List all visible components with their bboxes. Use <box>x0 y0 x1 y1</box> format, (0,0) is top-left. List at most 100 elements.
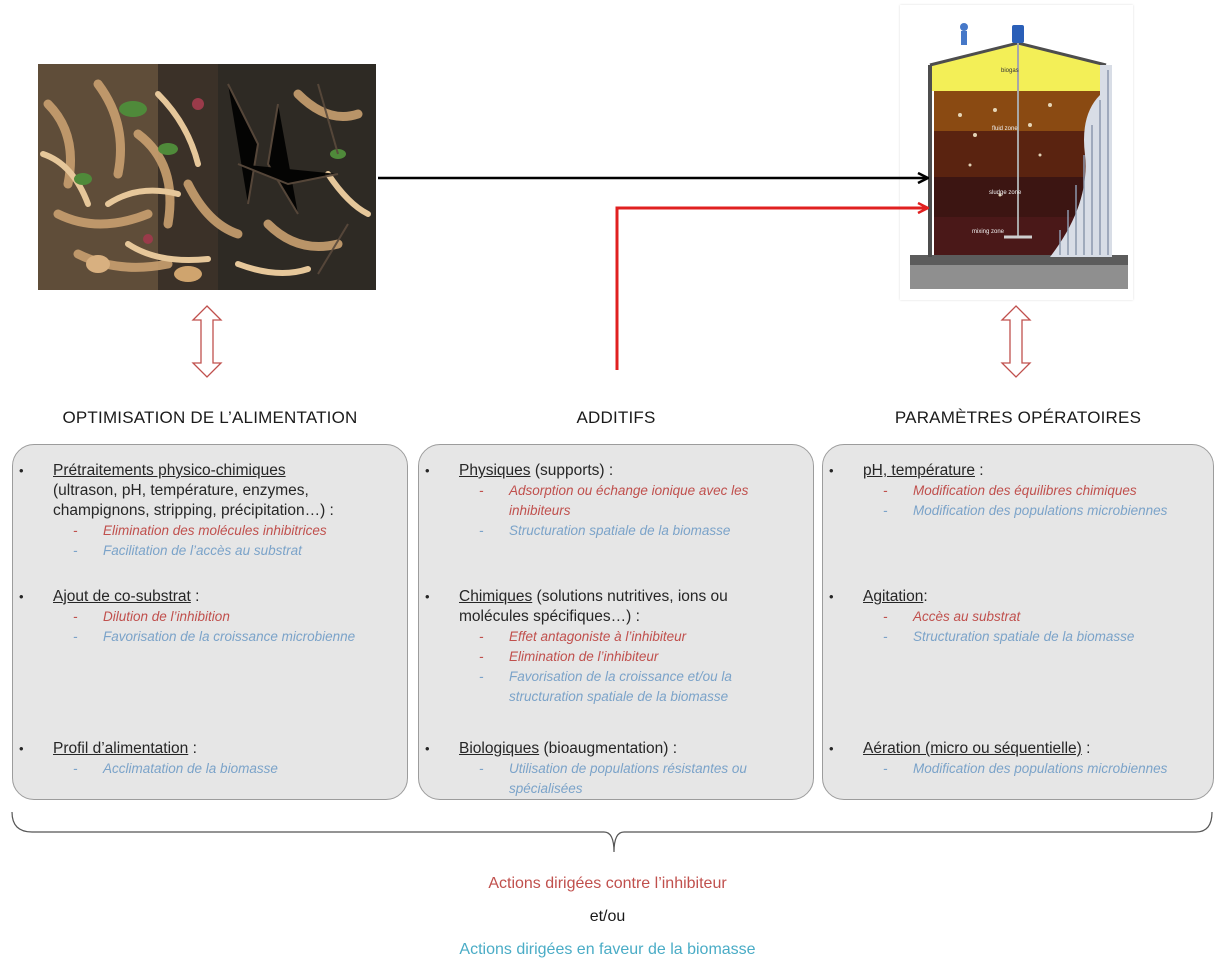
dash-icon: - <box>479 669 484 684</box>
dash-icon: - <box>73 543 78 558</box>
action-against-inhibitor: - Adsorption ou échange ionique avec les … <box>471 481 799 521</box>
dash-icon: - <box>479 629 484 644</box>
footer-and-or: et/ou <box>589 908 626 925</box>
dash-icon: - <box>73 629 78 644</box>
action-for-biomass: -Acclimatation de la biomasse <box>65 759 403 779</box>
list-item-detail: molécules spécifiques…) : <box>459 608 640 625</box>
list-item-title: Profil d’alimentation : <box>53 739 403 759</box>
action-for-biomass: -Utilisation de populations résistantes … <box>471 759 799 799</box>
list-item-label: pH, température <box>863 462 975 479</box>
action-for-biomass: - Structuration spatiale de la biomasse <box>471 521 799 541</box>
action-against-inhibitor: - Dilution de l’inhibition <box>65 607 403 627</box>
list-item: • Aération (micro ou séquentielle) : - Modi… <box>823 739 1209 779</box>
bullet-icon: • <box>829 741 834 756</box>
list-item-suffix: (bioaugmentation) : <box>539 740 678 757</box>
list-item-suffix: : <box>923 588 928 605</box>
list-item-detail: (ultrason, pH, température, enzymes, <box>53 482 309 499</box>
list-item-title: pH, température : <box>863 461 1209 481</box>
list-item: •Ajout de co-substrat :-Dilution de l’in… <box>13 587 403 647</box>
action-for-biomass: - Favorisation de la croissance microbien… <box>65 627 403 647</box>
bullet-icon: • <box>19 741 24 756</box>
action-text: Favorisation de la croissance et/ou la s… <box>509 669 732 704</box>
bullet-icon: • <box>425 741 430 756</box>
dash-icon: - <box>883 483 888 498</box>
list-item-title: Chimiques (solutions nutritives, ions ou <box>459 587 809 607</box>
list-item: • Profil d’alimentation :-Acclimatation d… <box>13 739 403 779</box>
bullet-icon: • <box>829 589 834 604</box>
action-text: Structuration spatiale de la biomasse <box>509 523 731 538</box>
bullet-icon: • <box>19 463 24 478</box>
dash-icon: - <box>883 761 888 776</box>
list-item-label: Ajout de co-substrat <box>53 588 191 605</box>
dash-icon: - <box>479 761 484 776</box>
dash-icon: - <box>479 483 484 498</box>
list-item-suffix: (supports) : <box>530 462 614 479</box>
action-against-inhibitor: -Accès au substrat <box>875 607 1213 627</box>
list-item-title: Agitation: <box>863 587 1209 607</box>
list-item: • Prétraitements physico-chimiques (ultras… <box>13 461 403 561</box>
list-item-title: Physiques (supports) : <box>459 461 809 481</box>
list-item-label: Biologiques <box>459 740 540 757</box>
digester-label-sludge-zone: sludge zone <box>989 190 1022 196</box>
double-arrow-right <box>1000 305 1032 378</box>
digester-label-fluid-zone: fluid zone <box>992 126 1018 132</box>
action-for-biomass: -Facilitation de l’accès au substrat <box>65 541 403 561</box>
heading-additifs: ADDITIFS <box>576 408 656 427</box>
action-for-biomass: -Modification des populations microbienn… <box>875 501 1213 521</box>
action-text: Adsorption ou échange ionique avec les i… <box>509 483 749 518</box>
action-for-biomass: - Favorisation de la croissance et/ou la … <box>471 667 799 707</box>
box-additifs: • Physiques (supports) : - Adsorption ou éc… <box>418 444 814 800</box>
list-item-label: Physiques <box>459 462 531 479</box>
action-text: Modification des populations microbienne… <box>913 761 1168 776</box>
digester-label-mixing-zone: mixing zone <box>972 229 1005 235</box>
list-item-label: Chimiques <box>459 588 533 605</box>
list-item: • Chimiques (solutions nutritives, ions o… <box>419 587 809 707</box>
bullet-icon: • <box>425 463 430 478</box>
action-text: Effet antagoniste à l’inhibiteur <box>509 629 687 644</box>
dash-icon: - <box>479 649 484 664</box>
heading-optimisation-alimentation: OPTIMISATION DE L’ALIMENTATION <box>62 408 358 427</box>
action-for-biomass: - Structuration spatiale de la biomasse <box>875 627 1213 647</box>
list-item-label: Aération (micro ou séquentielle) <box>863 740 1082 757</box>
list-item-title: Ajout de co-substrat : <box>53 587 403 607</box>
dash-icon: - <box>73 523 78 538</box>
list-item-title: Aération (micro ou séquentielle) : <box>863 739 1209 759</box>
footer-actions-for-biomass: Actions dirigées en faveur de la biomass… <box>459 941 756 958</box>
digester-diagram: biogas fluid zone sludge zone mixing zon… <box>900 5 1133 300</box>
list-item-title: Prétraitements physico-chimiques <box>53 461 403 481</box>
double-arrow-left <box>191 305 223 378</box>
action-against-inhibitor: - Elimination des molécules inhibitrices <box>65 521 403 541</box>
action-text: Structuration spatiale de la biomasse <box>913 629 1135 644</box>
footer-actions-against-inhibitor: Actions dirigées contre l’inhibiteur <box>488 875 727 892</box>
list-item-suffix: : <box>1081 740 1091 757</box>
list-item: •Agitation:-Accès au substrat-Structurat… <box>823 587 1209 647</box>
additive-arrow <box>615 208 928 370</box>
bullet-icon: • <box>425 589 430 604</box>
list-item-label: Prétraitements physico-chimiques <box>53 462 286 479</box>
list-item: •pH, température :-Modification des équi… <box>823 461 1209 521</box>
list-item-label: Agitation <box>863 588 924 605</box>
action-text: Elimination de l’inhibiteur <box>509 649 659 664</box>
box-parametres-operatoires: •pH, température :-Modification des équi… <box>822 444 1214 800</box>
action-text: Dilution de l’inhibition <box>103 609 230 624</box>
list-item-suffix: : <box>188 740 197 757</box>
list-item: • Biologiques (bioaugmentation) : -Utilisa… <box>419 739 809 799</box>
dash-icon: - <box>883 503 888 518</box>
list-item: • Physiques (supports) : - Adsorption ou éc… <box>419 461 809 541</box>
heading-parametres-operatoires: PARAMÈTRES OPÉRATOIRES <box>894 408 1142 427</box>
action-against-inhibitor: - Effet antagoniste à l’inhibiteur <box>471 627 799 647</box>
box-optimisation-alimentation: • Prétraitements physico-chimiques (ultras… <box>12 444 408 800</box>
list-item-suffix: : <box>190 588 200 605</box>
action-text: Elimination des molécules inhibitrices <box>103 523 327 538</box>
action-text: Acclimatation de la biomasse <box>103 761 278 776</box>
dash-icon: - <box>479 523 484 538</box>
list-item-suffix: (solutions nutritives, ions ou <box>532 588 728 605</box>
list-item-detail: champignons, stripping, précipitation…) … <box>53 502 334 519</box>
organic-waste-photo <box>38 64 376 290</box>
action-against-inhibitor: -Modification des équilibres chimiques <box>875 481 1213 501</box>
action-text: Favorisation de la croissance microbienn… <box>103 629 356 644</box>
dash-icon: - <box>73 609 78 624</box>
action-text: Accès au substrat <box>913 609 1021 624</box>
dash-icon: - <box>883 629 888 644</box>
action-for-biomass: - Modification des populations microbienn… <box>875 759 1213 779</box>
